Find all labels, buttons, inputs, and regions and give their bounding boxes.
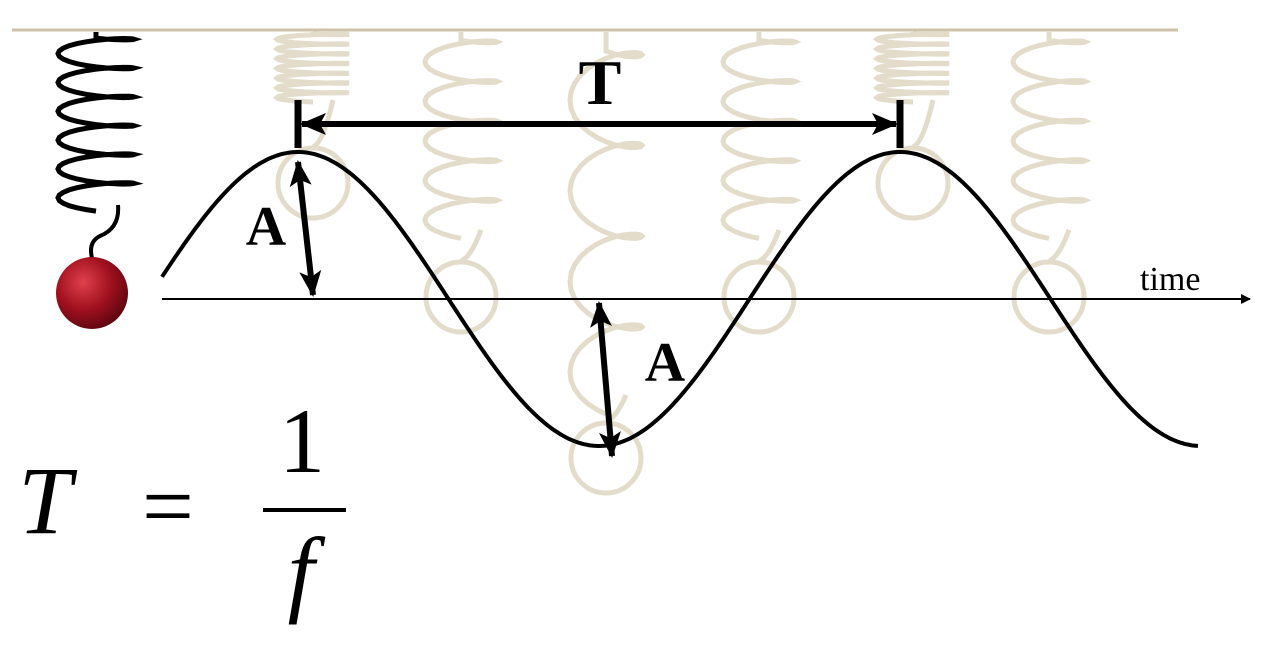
ghost-mass-4 bbox=[721, 259, 797, 335]
ghost-spring-hook-2 bbox=[459, 229, 484, 264]
ghost-mass-3 bbox=[568, 420, 644, 496]
amplitude-label-bottom: A bbox=[645, 332, 686, 394]
ghost-mass-2 bbox=[423, 259, 499, 335]
spring-icon bbox=[55, 32, 144, 259]
formula-equals: = bbox=[142, 455, 194, 557]
ghost-springs bbox=[272, 31, 1092, 496]
amplitude-label-top: A bbox=[246, 196, 287, 258]
ghost-mass-6 bbox=[1011, 259, 1087, 335]
ghost-spring-hook-5 bbox=[911, 99, 936, 150]
time-axis-label: time bbox=[1140, 261, 1200, 298]
ghost-spring-6 bbox=[1010, 32, 1092, 241]
ghost-mass-5 bbox=[875, 145, 951, 221]
spring-coil bbox=[55, 32, 144, 214]
ghost-spring-3 bbox=[567, 32, 646, 417]
ghost-spring-hook-6 bbox=[1047, 229, 1072, 264]
ghost-spring-5 bbox=[872, 31, 950, 105]
displacement-curve bbox=[160, 150, 1199, 448]
formula-denominator: f bbox=[288, 518, 326, 625]
formula-lhs: T bbox=[18, 447, 78, 554]
ghost-spring-2 bbox=[422, 32, 504, 241]
period-label: T bbox=[579, 47, 622, 118]
ghost-mass-1 bbox=[275, 145, 351, 221]
formula-numerator: 1 bbox=[279, 390, 325, 492]
ghost-spring-1 bbox=[272, 31, 350, 105]
ghost-spring-4 bbox=[720, 32, 802, 241]
amplitude-arrow-bottom bbox=[590, 301, 621, 458]
spring-hook bbox=[89, 204, 121, 259]
mass-ball-icon bbox=[56, 257, 128, 329]
amplitude-arrow-top bbox=[289, 160, 322, 297]
